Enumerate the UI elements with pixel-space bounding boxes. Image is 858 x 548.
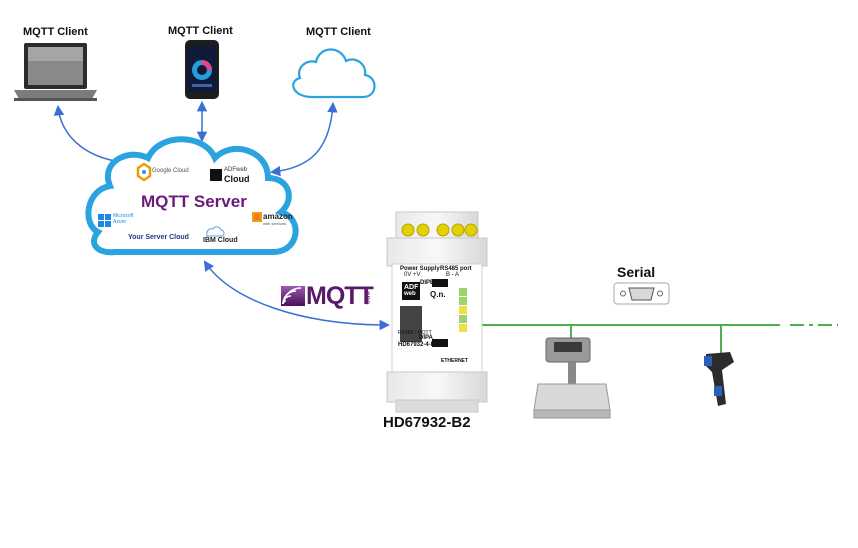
mqtt-logo-text: MQTT [306, 282, 374, 310]
device-dipa-label: DIPA [419, 335, 433, 341]
device-rs485-label: RS485 port [440, 266, 472, 272]
adfweb-label-top: ADFweb [224, 167, 248, 173]
your-server-cloud-label: Your Server Cloud [128, 234, 189, 241]
phone-client-label: MQTT Client [168, 25, 233, 37]
arrow-cloud-server [269, 101, 338, 177]
device-logo-bottom: web [404, 291, 416, 297]
microsoft-azure-icon [98, 214, 111, 227]
device-ethernet-label: ETHERNET [441, 358, 468, 364]
device-name-label: HD67932-B2 [383, 414, 471, 431]
ibm-cloud-icon [206, 226, 225, 237]
serial-label: Serial [617, 264, 656, 280]
device-dipb-label: DIPB [420, 280, 435, 286]
adfweb-logo [210, 169, 222, 181]
ibm-cloud-label: IBM Cloud [203, 237, 238, 244]
device-desc-label: RS485 / MQTT [398, 330, 432, 336]
azure-label-top: Microsoft [113, 213, 134, 219]
device-rs485-pins: B - A [446, 272, 460, 278]
mqtt-logo-icon [281, 286, 305, 306]
smartphone-icon [185, 40, 219, 99]
amazon-label-bottom: web services [263, 221, 287, 226]
hd67932-device [386, 211, 488, 413]
cloud-client-icon [292, 48, 376, 99]
amazon-web-services-icon [252, 212, 262, 222]
device-qn-label: Q.n. [430, 290, 446, 299]
device-logo-top: ADF [404, 284, 419, 291]
laptop-client-label: MQTT Client [23, 26, 88, 38]
arrow-server-device [203, 260, 391, 331]
amazon-label-top: amazon [263, 212, 293, 221]
adfweb-label-bottom: Cloud [224, 174, 250, 184]
mqtt-server-title: MQTT Server [141, 192, 247, 211]
weighing-scale-icon [533, 337, 611, 419]
mqtt-logo-suffix: ORG [363, 291, 369, 305]
google-cloud-label: Google Cloud [152, 168, 189, 174]
laptop-icon [14, 43, 97, 101]
cloud-client-label: MQTT Client [306, 26, 371, 38]
serial-db9-icon [613, 282, 670, 305]
google-cloud-icon [136, 162, 152, 182]
device-power-pins: 0V +V [404, 272, 421, 278]
arrow-laptop-server [53, 104, 133, 168]
device-power-supply-label: Power Supply [400, 266, 440, 272]
device-model-label: HD67932-4-B2 [398, 342, 439, 348]
azure-label-bottom: Azure [113, 219, 127, 225]
barcode-scanner-icon [704, 352, 734, 406]
